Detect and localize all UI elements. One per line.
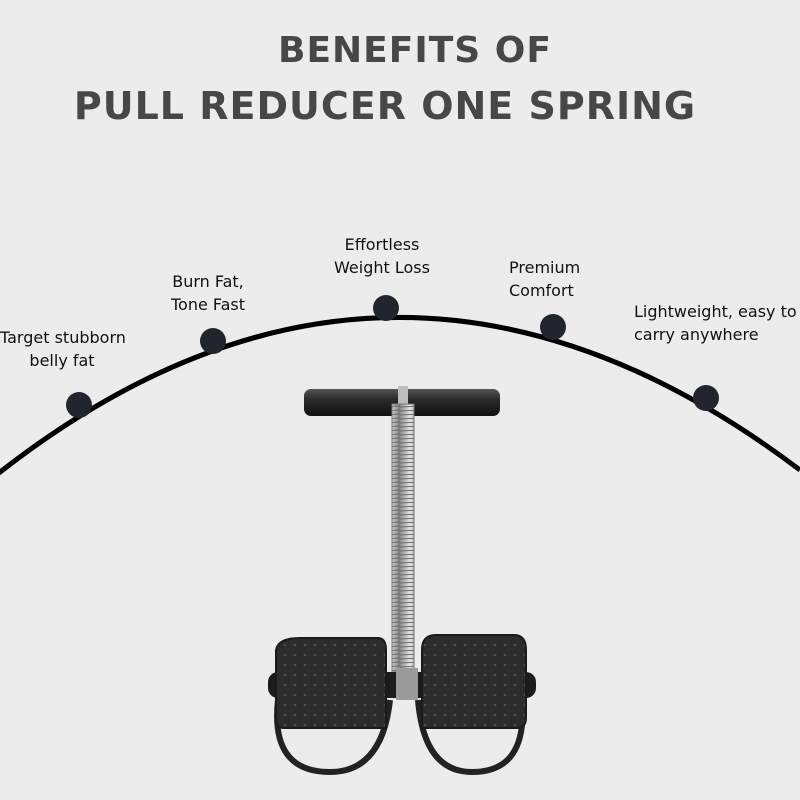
benefit-dot-4 — [540, 314, 566, 340]
right-foot-pad — [421, 634, 527, 729]
left-foot-pad — [275, 637, 387, 729]
handle-joint — [398, 386, 408, 419]
title-line-2: PULL REDUCER ONE SPRING — [73, 84, 697, 128]
benefit-label-3-line-2: Weight Loss — [334, 258, 430, 277]
benefit-label-1-line-1: Target stubborn — [0, 328, 126, 347]
bar-joint — [396, 668, 418, 700]
benefit-dot-1 — [66, 392, 92, 418]
benefit-label-5: Lightweight, easy to carry anywhere — [634, 300, 797, 346]
benefit-label-2-line-1: Burn Fat, — [172, 272, 244, 291]
benefit-label-1-line-2: belly fat — [29, 351, 95, 370]
benefit-label-2: Burn Fat, Tone Fast — [150, 270, 266, 316]
benefit-label-5-line-1: Lightweight, easy to — [634, 302, 797, 321]
benefit-label-4-line-1: Premium — [509, 258, 581, 277]
benefit-dot-2 — [200, 328, 226, 354]
benefit-label-2-line-2: Tone Fast — [170, 295, 246, 314]
benefit-label-1: Target stubborn belly fat — [0, 326, 126, 372]
benefit-label-3: Effortless Weight Loss — [322, 233, 442, 279]
right-strap — [415, 699, 526, 776]
benefit-label-4-line-2: Comfort — [509, 281, 574, 300]
benefit-label-4: Premium Comfort — [509, 256, 580, 302]
title-line-1: BENEFITS OF — [278, 30, 552, 71]
left-strap — [274, 699, 393, 776]
benefit-label-5-line-2: carry anywhere — [634, 325, 759, 344]
benefit-dot-5 — [693, 385, 719, 411]
benefit-label-3-line-1: Effortless — [344, 235, 420, 254]
spring — [391, 403, 415, 673]
benefit-dot-3 — [373, 295, 399, 321]
